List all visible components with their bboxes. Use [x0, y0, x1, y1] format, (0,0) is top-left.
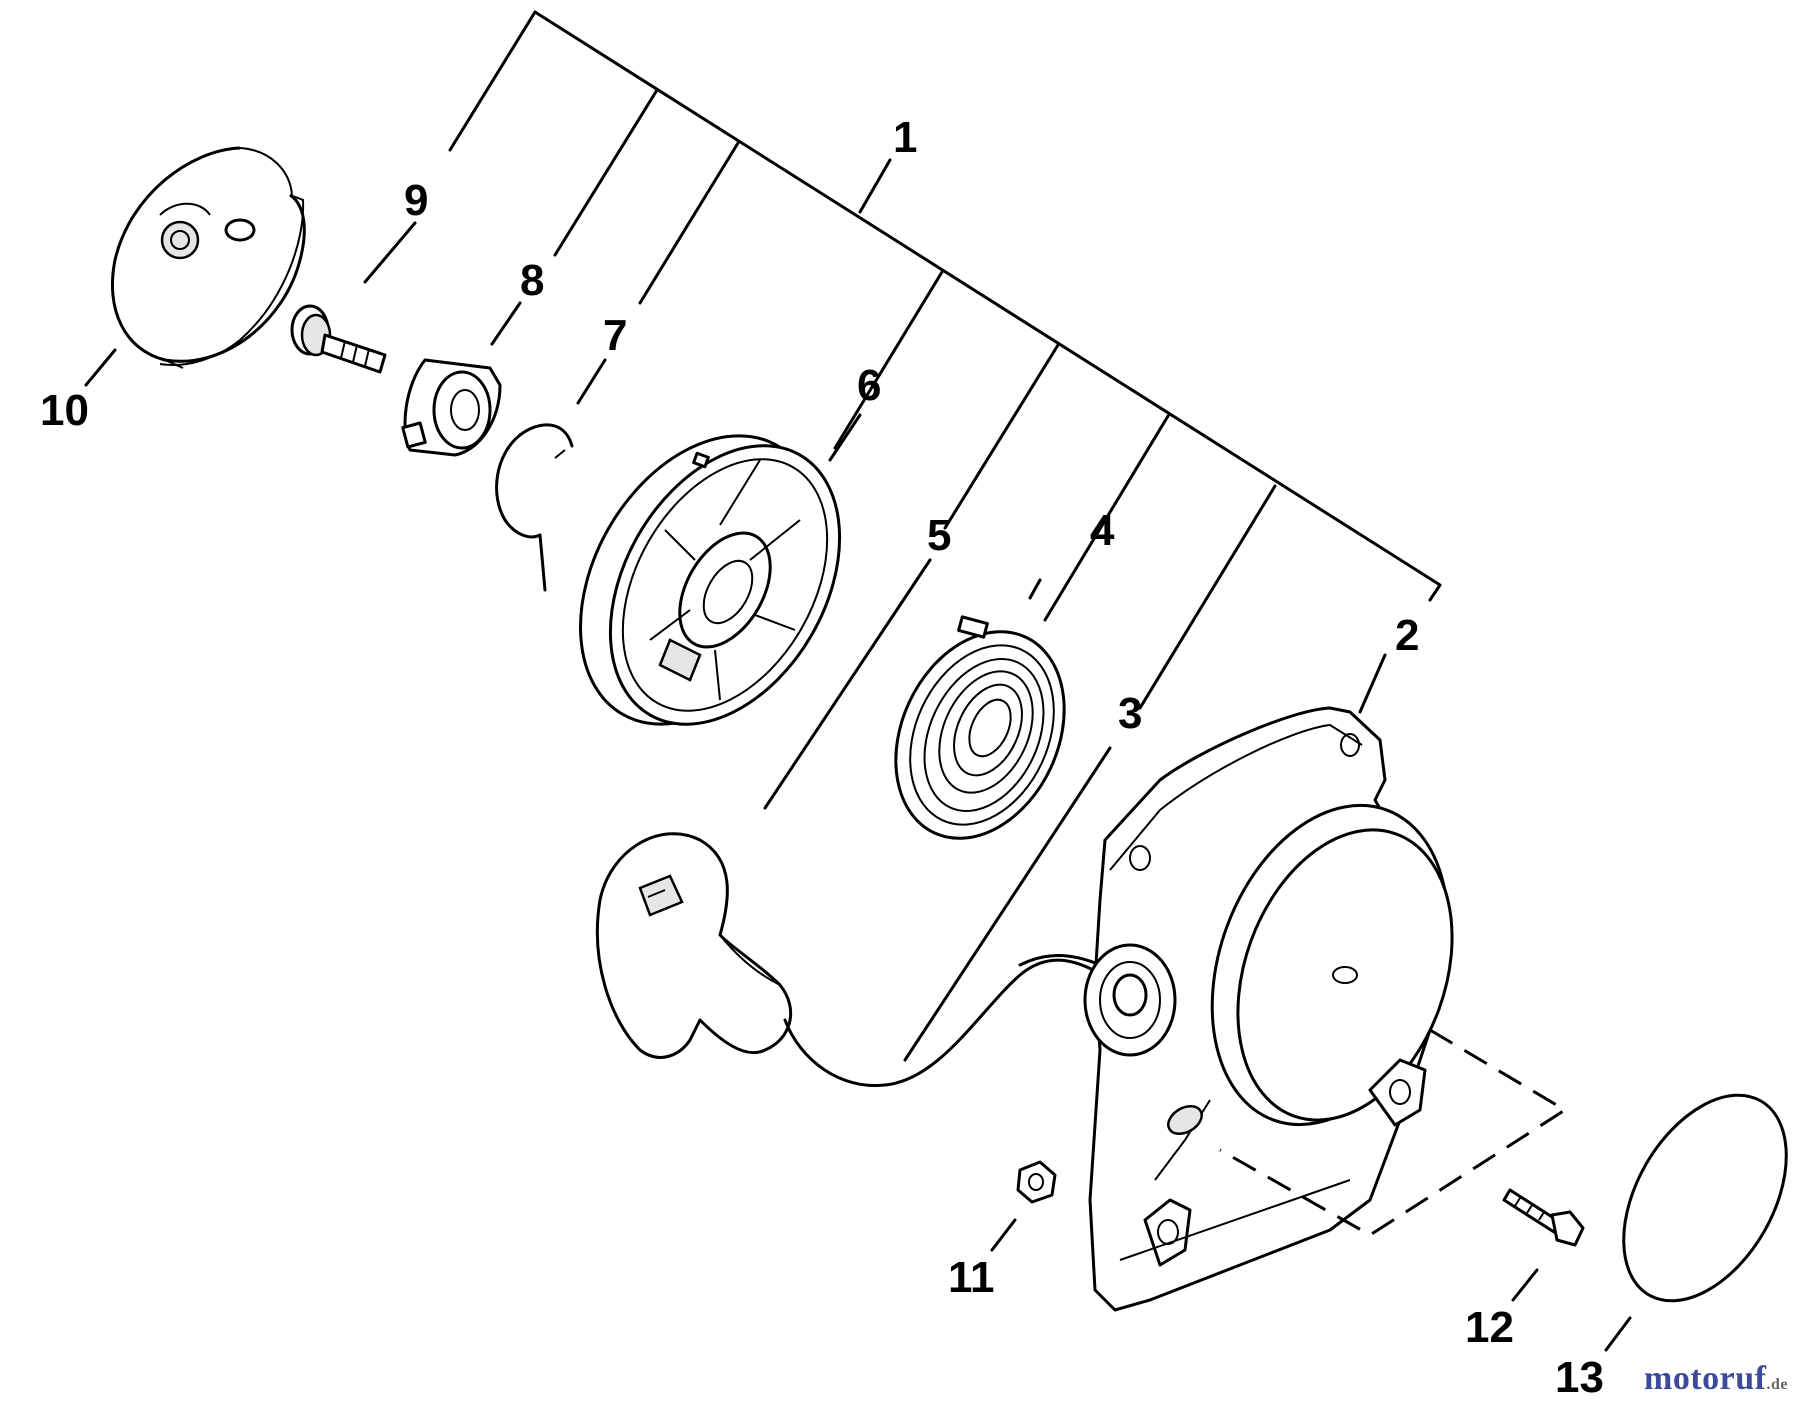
callout-8: 8 — [520, 256, 544, 305]
part-6-rope-pulley — [579, 434, 842, 726]
assembly-bracket — [448, 10, 1442, 710]
callout-11: 11 — [948, 1253, 995, 1302]
part-7-spring-clip — [495, 423, 574, 592]
callout-10: 10 — [40, 386, 89, 435]
watermark-brand: motoruf — [1644, 1360, 1767, 1397]
callout-12: 12 — [1465, 1303, 1514, 1352]
part-3-starter-rope — [783, 954, 1112, 1088]
part-9-screw — [290, 304, 387, 374]
callout-2: 2 — [1395, 611, 1419, 660]
callout-4: 4 — [1090, 506, 1115, 555]
part-13-ring — [1622, 1093, 1788, 1303]
callout-labels: 1 2 3 4 5 6 7 8 9 10 11 12 13 — [40, 113, 1604, 1402]
callout-3: 3 — [1118, 689, 1142, 738]
callout-9: 9 — [404, 176, 428, 225]
part-12-bolt — [1502, 1188, 1585, 1247]
part-4-recoil-spring — [894, 615, 1066, 840]
part-5-starter-handle — [595, 832, 793, 1059]
callout-13: 13 — [1555, 1353, 1604, 1402]
leader-lines — [84, 221, 1632, 1352]
part-2-starter-housing — [1083, 706, 1454, 1312]
callout-5: 5 — [927, 511, 951, 560]
callout-7: 7 — [603, 311, 627, 360]
watermark: motoruf.de — [1644, 1360, 1788, 1398]
callout-6: 6 — [857, 361, 881, 410]
part-8-ratchet — [401, 358, 502, 457]
part-10-pawl-plate — [110, 146, 306, 369]
part-11-nut — [1016, 1160, 1057, 1204]
callout-1: 1 — [893, 113, 917, 162]
watermark-suffix: .de — [1766, 1376, 1788, 1393]
